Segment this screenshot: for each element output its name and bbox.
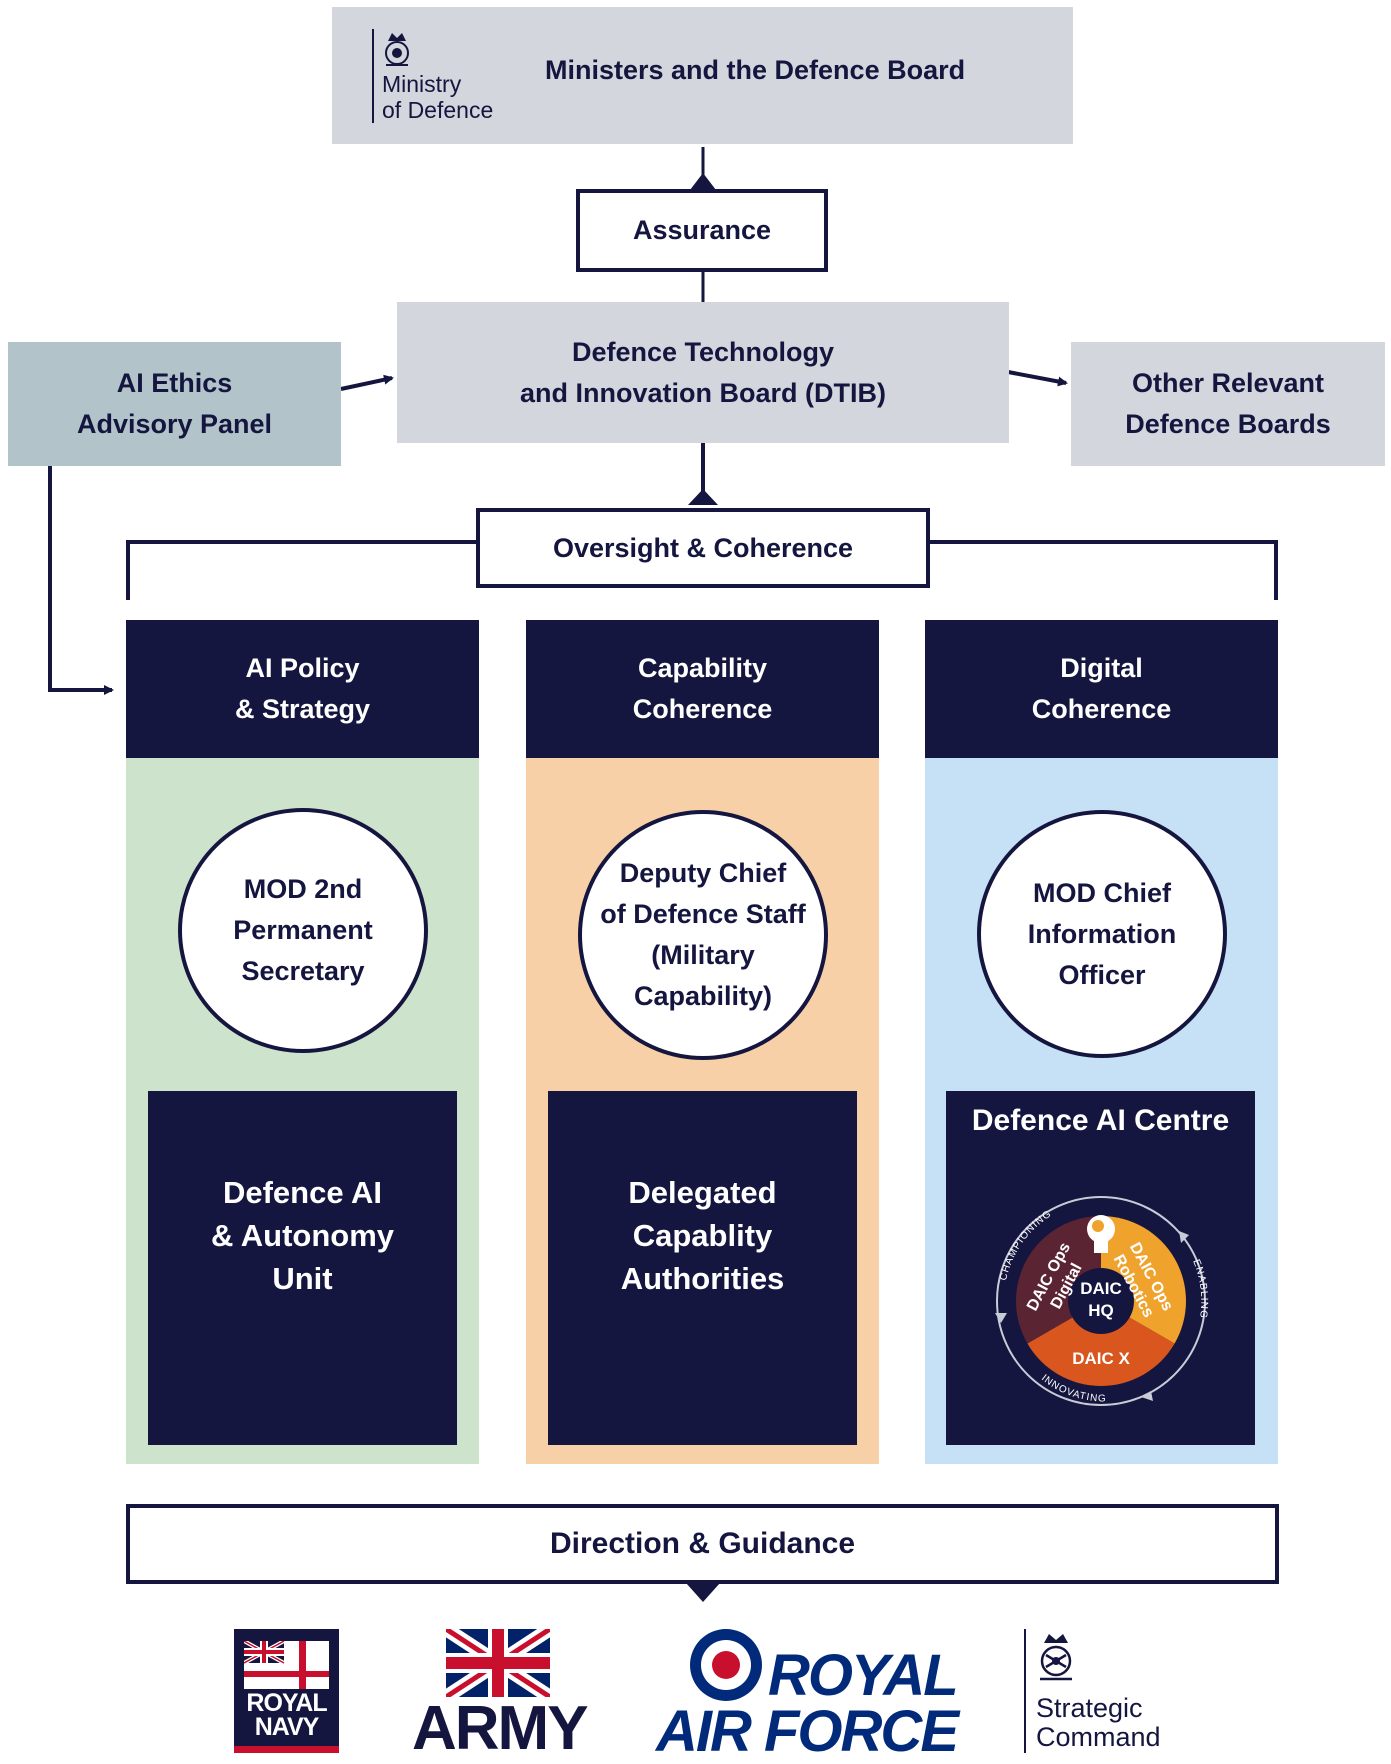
other-boards-line2: Defence Boards [1125,409,1331,439]
daic-hq-line2: HQ [1088,1301,1114,1320]
ai-policy-header: AI Policy & Strategy [126,620,479,758]
raf-royal-wordmark: ROYAL [768,1643,959,1708]
royal-navy-line2: NAVY [254,1713,320,1741]
mod-2nd-perm-sec-circle: MOD 2nd Permanent Secretary [178,808,428,1053]
dcds-mil-cap-circle: Deputy Chief of Defence Staff (Military … [578,810,828,1060]
circle3-line1: MOD Chief [1033,877,1171,908]
defence-ai-autonomy-unit-box: Defence AI & Autonomy Unit [148,1091,457,1445]
digital-coherence-header: Digital Coherence [925,620,1278,758]
ai-policy-header-line1: AI Policy [245,653,360,683]
cycle-arrow-icon [1179,1231,1189,1243]
unit1-line3: Unit [272,1261,333,1296]
assurance-box: Assurance [576,189,828,272]
circle2-line4: Capability) [633,981,773,1011]
digital-header-line2: Coherence [1031,694,1172,724]
circle1-line1: MOD 2nd [243,874,363,904]
oversight-box: Oversight & Coherence [476,508,930,588]
dtib-line1: Defence Technology [571,336,835,367]
direction-arrow [686,1583,720,1602]
mod-cio-circle: MOD Chief Information Officer [977,810,1227,1058]
mod-logo-text: Ministry of Defence [382,71,493,123]
mod-logo-divider [372,29,374,123]
daic-x-label: DAIC X [1072,1349,1130,1368]
ethics-line1: AI Ethics [116,368,233,398]
capability-header-line1: Capability [637,653,768,683]
ministers-board-box: Ministry of Defence Ministers and the De… [332,7,1073,144]
mod-logo-line2: of Defence [382,97,494,123]
ai-ethics-panel-box: AI Ethics Advisory Panel [8,342,341,466]
white-ensign-icon [244,1641,329,1689]
circle2-line3: (Military [651,940,755,970]
head-icon [1087,1215,1115,1253]
circle2-line1: Deputy Chief [619,858,787,888]
strategic-divider [1024,1629,1026,1753]
oversight-arrow [688,489,718,505]
ai-policy-header-line2: & Strategy [234,694,371,724]
dtib-box: Defence Technology and Innovation Board … [397,302,1009,443]
unit2-line1: Delegated [628,1175,777,1210]
unit1-line1: Defence AI [222,1175,383,1210]
delegated-capability-authorities-box: Delegated Capablity Authorities [548,1091,857,1445]
strategic-line2: Command [1036,1722,1161,1752]
raf-airforce-wordmark: AIR FORCE [656,1699,959,1764]
dtib-line2: and Innovation Board (DTIB) [520,377,886,408]
raf-roundel-icon [690,1629,762,1701]
royal-navy-wordmark: ROYAL NAVY [234,1689,339,1741]
crest-icon [385,33,409,66]
direction-guidance-box: Direction & Guidance [126,1504,1279,1584]
enabling-label: ENABLING [1190,1258,1208,1319]
army-wordmark: ARMY [412,1694,589,1763]
daic-hq-line1: DAIC [1080,1279,1122,1298]
circle3-line3: Officer [1058,959,1146,990]
unit2-line2: Capablity [632,1218,773,1253]
ministers-board-title: Ministers and the Defence Board [545,55,966,85]
daic-x-sector [1027,1301,1175,1386]
cycle-arrow-icon [1141,1391,1153,1401]
daic-wheel: DAIC HQ DAIC Ops Digital DAIC Ops Roboti… [995,1196,1209,1406]
unit1-line2: & Autonomy [210,1218,395,1253]
other-boards-line1: Other Relevant [1131,368,1325,398]
circle1-line2: Permanent [233,915,373,945]
royal-navy-line1: ROYAL [246,1689,327,1717]
assurance-up-arrow [690,173,716,190]
unit2-line3: Authorities [620,1261,785,1296]
strategic-command-crest-icon [1040,1634,1072,1681]
cycle-arrow-icon [995,1313,1007,1323]
defence-ai-centre-title: Defence AI Centre [971,1104,1230,1137]
union-flag-icon [446,1629,550,1697]
mod-logo-line1: Ministry [382,71,462,97]
strategic-line1: Strategic [1036,1693,1143,1723]
capability-header-line2: Coherence [632,694,773,724]
strategic-command-wordmark: Strategic Command [1036,1694,1161,1752]
capability-coherence-header: Capability Coherence [526,620,879,758]
circle2-line2: of Defence Staff [600,899,806,929]
royal-navy-stripe [234,1746,339,1753]
cycle-ring [996,1196,1206,1406]
daic-hq-hub [1068,1268,1134,1334]
defence-ai-centre-box: Defence AI Centre DAIC HQ DAIC Ops Digit… [946,1091,1255,1445]
royal-navy-logo: ROYAL NAVY [234,1629,339,1753]
ethics-line2: Advisory Panel [76,409,273,439]
digital-header-line1: Digital [1060,653,1143,683]
other-boards-box: Other Relevant Defence Boards [1071,342,1385,466]
svg-text:ENABLING: ENABLING [1190,1258,1209,1319]
circle1-line3: Secretary [241,956,365,986]
circle3-line2: Information [1027,918,1177,949]
